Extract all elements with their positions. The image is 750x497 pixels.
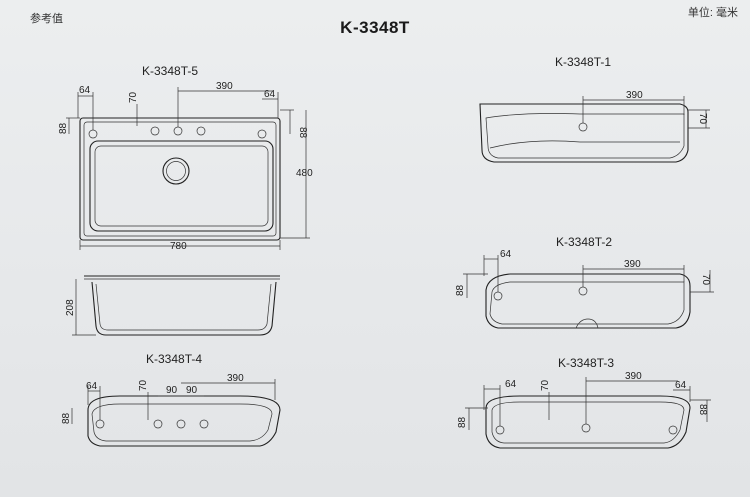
unit-note: 单位: 毫米 xyxy=(687,7,738,19)
tap-hole xyxy=(173,126,183,136)
dim-right-height: 88 xyxy=(697,404,708,416)
dim-span: 390 xyxy=(216,81,233,92)
dim-left-offset: 64 xyxy=(505,379,517,390)
tap-hole xyxy=(196,126,206,136)
dim-span: 390 xyxy=(227,373,244,384)
dim-height: 480 xyxy=(296,168,313,179)
dim-left-offset: 64 xyxy=(86,381,98,392)
dim-left-depth: 88 xyxy=(58,122,69,134)
dim-height: 70 xyxy=(697,113,708,125)
sink-outline xyxy=(79,117,281,241)
dim-right-depth: 88 xyxy=(297,127,308,139)
dim-right-height: 70 xyxy=(700,274,711,286)
dim-gap-a: 90 xyxy=(166,385,178,396)
basin-profile xyxy=(91,281,277,336)
dim-hole-distance: 70 xyxy=(128,91,139,103)
top-view-label: K-3348T-5 xyxy=(142,64,199,78)
dim-left-height: 88 xyxy=(457,416,468,428)
page-title: K-3348T xyxy=(340,18,410,37)
basin-outline xyxy=(89,140,274,232)
dim-left-height: 88 xyxy=(455,284,466,296)
front-view-4-drawing: 64 70 90 90 390 88 xyxy=(61,373,281,447)
dim-left-height: 88 xyxy=(61,412,72,424)
dim-span: 390 xyxy=(625,371,642,382)
dim-left-offset: 64 xyxy=(500,249,512,260)
dim-right-offset: 64 xyxy=(264,89,276,100)
front-view-2-label: K-3348T-2 xyxy=(556,235,613,249)
dim-span: 390 xyxy=(626,90,643,101)
front-view-4-label: K-3348T-4 xyxy=(146,352,203,366)
dim-width: 780 xyxy=(170,241,187,252)
front-view-2-drawing: 64 390 88 70 xyxy=(455,249,714,329)
tap-hole xyxy=(88,129,98,139)
front-view-1-label: K-3348T-1 xyxy=(555,55,612,69)
front-view-1-drawing: 390 70 xyxy=(479,90,710,163)
dim-depth: 208 xyxy=(65,299,76,316)
dim-left-offset: 64 xyxy=(79,85,91,96)
tap-hole xyxy=(257,129,267,139)
tap-hole xyxy=(150,126,160,136)
dim-hole-distance: 70 xyxy=(540,379,551,391)
dim-right-offset: 64 xyxy=(675,380,687,391)
dim-gap-b: 90 xyxy=(186,385,198,396)
drain-hole xyxy=(162,157,190,185)
top-view-drawing: 64 70 390 64 88 88 480 780 xyxy=(58,81,313,252)
reference-note: 参考值 xyxy=(30,13,63,25)
side-section-drawing: 208 xyxy=(65,275,280,336)
dim-hole-distance: 70 xyxy=(138,379,149,391)
front-view-3-label: K-3348T-3 xyxy=(558,356,615,370)
front-view-3-drawing: 64 70 390 64 88 88 xyxy=(457,371,711,449)
dim-span: 390 xyxy=(624,259,641,270)
